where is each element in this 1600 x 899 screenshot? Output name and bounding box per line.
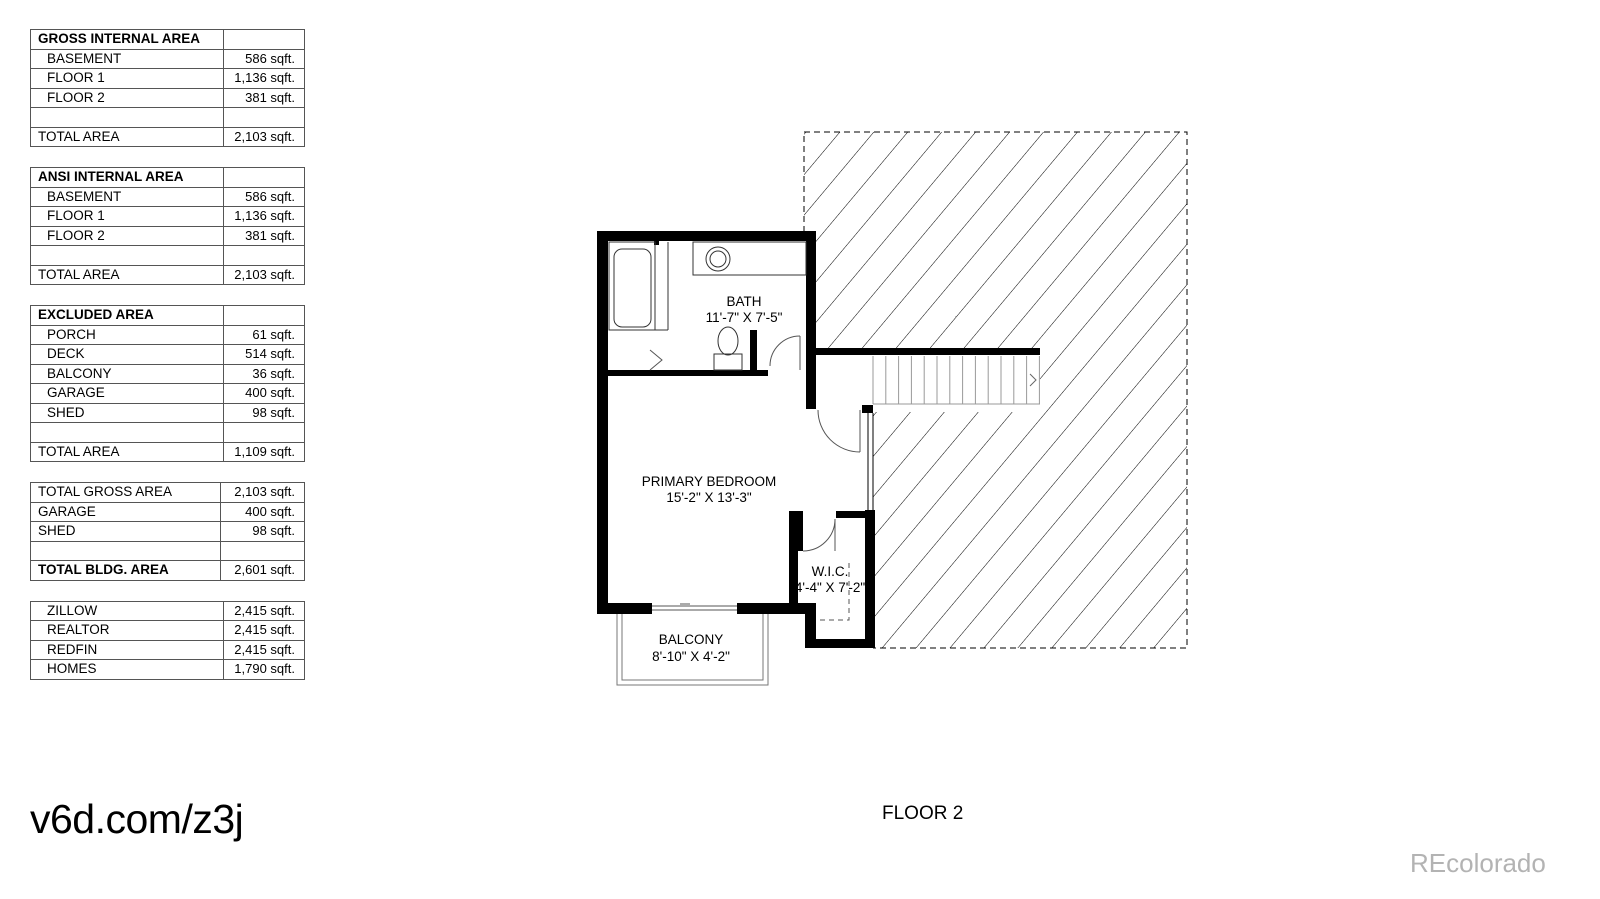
interior-walls	[608, 241, 873, 614]
row-label: TOTAL GROSS AREA	[29, 482, 222, 503]
row-value: 1,136 sqft.	[223, 206, 305, 227]
exterior-walls	[597, 231, 1040, 648]
bath-dims: 11'-7" X 7'-5"	[706, 310, 783, 325]
closet-rod	[816, 563, 850, 621]
balcony-name: BALCONY	[659, 632, 724, 647]
toilet	[713, 326, 743, 371]
short-url[interactable]: v6d.com/z3j	[30, 796, 244, 842]
row-value: 1,109 sqft.	[222, 441, 306, 462]
row-label: TOTAL BLDG. AREA	[29, 560, 222, 581]
vanity	[692, 241, 807, 276]
stair-arrow-icon	[1029, 373, 1037, 387]
table-row	[29, 540, 305, 561]
sliding-door	[652, 603, 737, 611]
row-value: 1,136 sqft.	[223, 68, 305, 89]
row-value: 2,103 sqft.	[223, 264, 305, 285]
row-value: 2,415 sqft.	[222, 620, 306, 641]
row-value: 514 sqft.	[222, 344, 306, 365]
wic-name: W.I.C.	[812, 564, 849, 579]
row-label: FLOOR 1	[29, 68, 225, 89]
row-label: TOTAL AREA	[29, 264, 225, 285]
primary-bedroom-name: PRIMARY BEDROOM	[642, 474, 777, 489]
watermark-logo: REcolorado	[1410, 848, 1546, 878]
open-to-below-hatch	[804, 132, 1187, 648]
row-value: 2,103 sqft.	[220, 482, 305, 503]
row-label: TOTAL AREA	[30, 441, 224, 462]
wic-dims: 4'-4" X 7'-2"	[795, 580, 865, 595]
staircase	[872, 356, 1040, 404]
chevron-right-icon	[649, 349, 663, 371]
bathtub	[608, 241, 656, 331]
open-to-below-outline	[803, 131, 1188, 649]
row-label: TOTAL AREA	[29, 126, 225, 147]
row-value: 381 sqft.	[223, 87, 305, 108]
primary-bedroom-dims: 15'-2" X 13'-3"	[666, 490, 751, 505]
balcony-dims: 8'-10" X 4'-2"	[652, 649, 730, 664]
bath-name: BATH	[726, 294, 761, 309]
table-row: GROSS INTERNAL AREA	[29, 29, 305, 50]
row-value: 2,103 sqft.	[223, 126, 305, 147]
balcony-outline	[616, 614, 769, 686]
row-label: PORCH	[30, 324, 224, 345]
row-value: 2,601 sqft.	[220, 560, 305, 581]
row-label: ANSI INTERNAL AREA	[29, 167, 225, 188]
table-row: ANSI INTERNAL AREA	[29, 167, 305, 188]
row-value: 1,790 sqft.	[222, 659, 306, 680]
table-row	[30, 422, 306, 443]
door-swings	[769, 335, 861, 552]
floor-label: FLOOR 2	[882, 803, 964, 824]
row-label: HOMES	[30, 659, 224, 680]
